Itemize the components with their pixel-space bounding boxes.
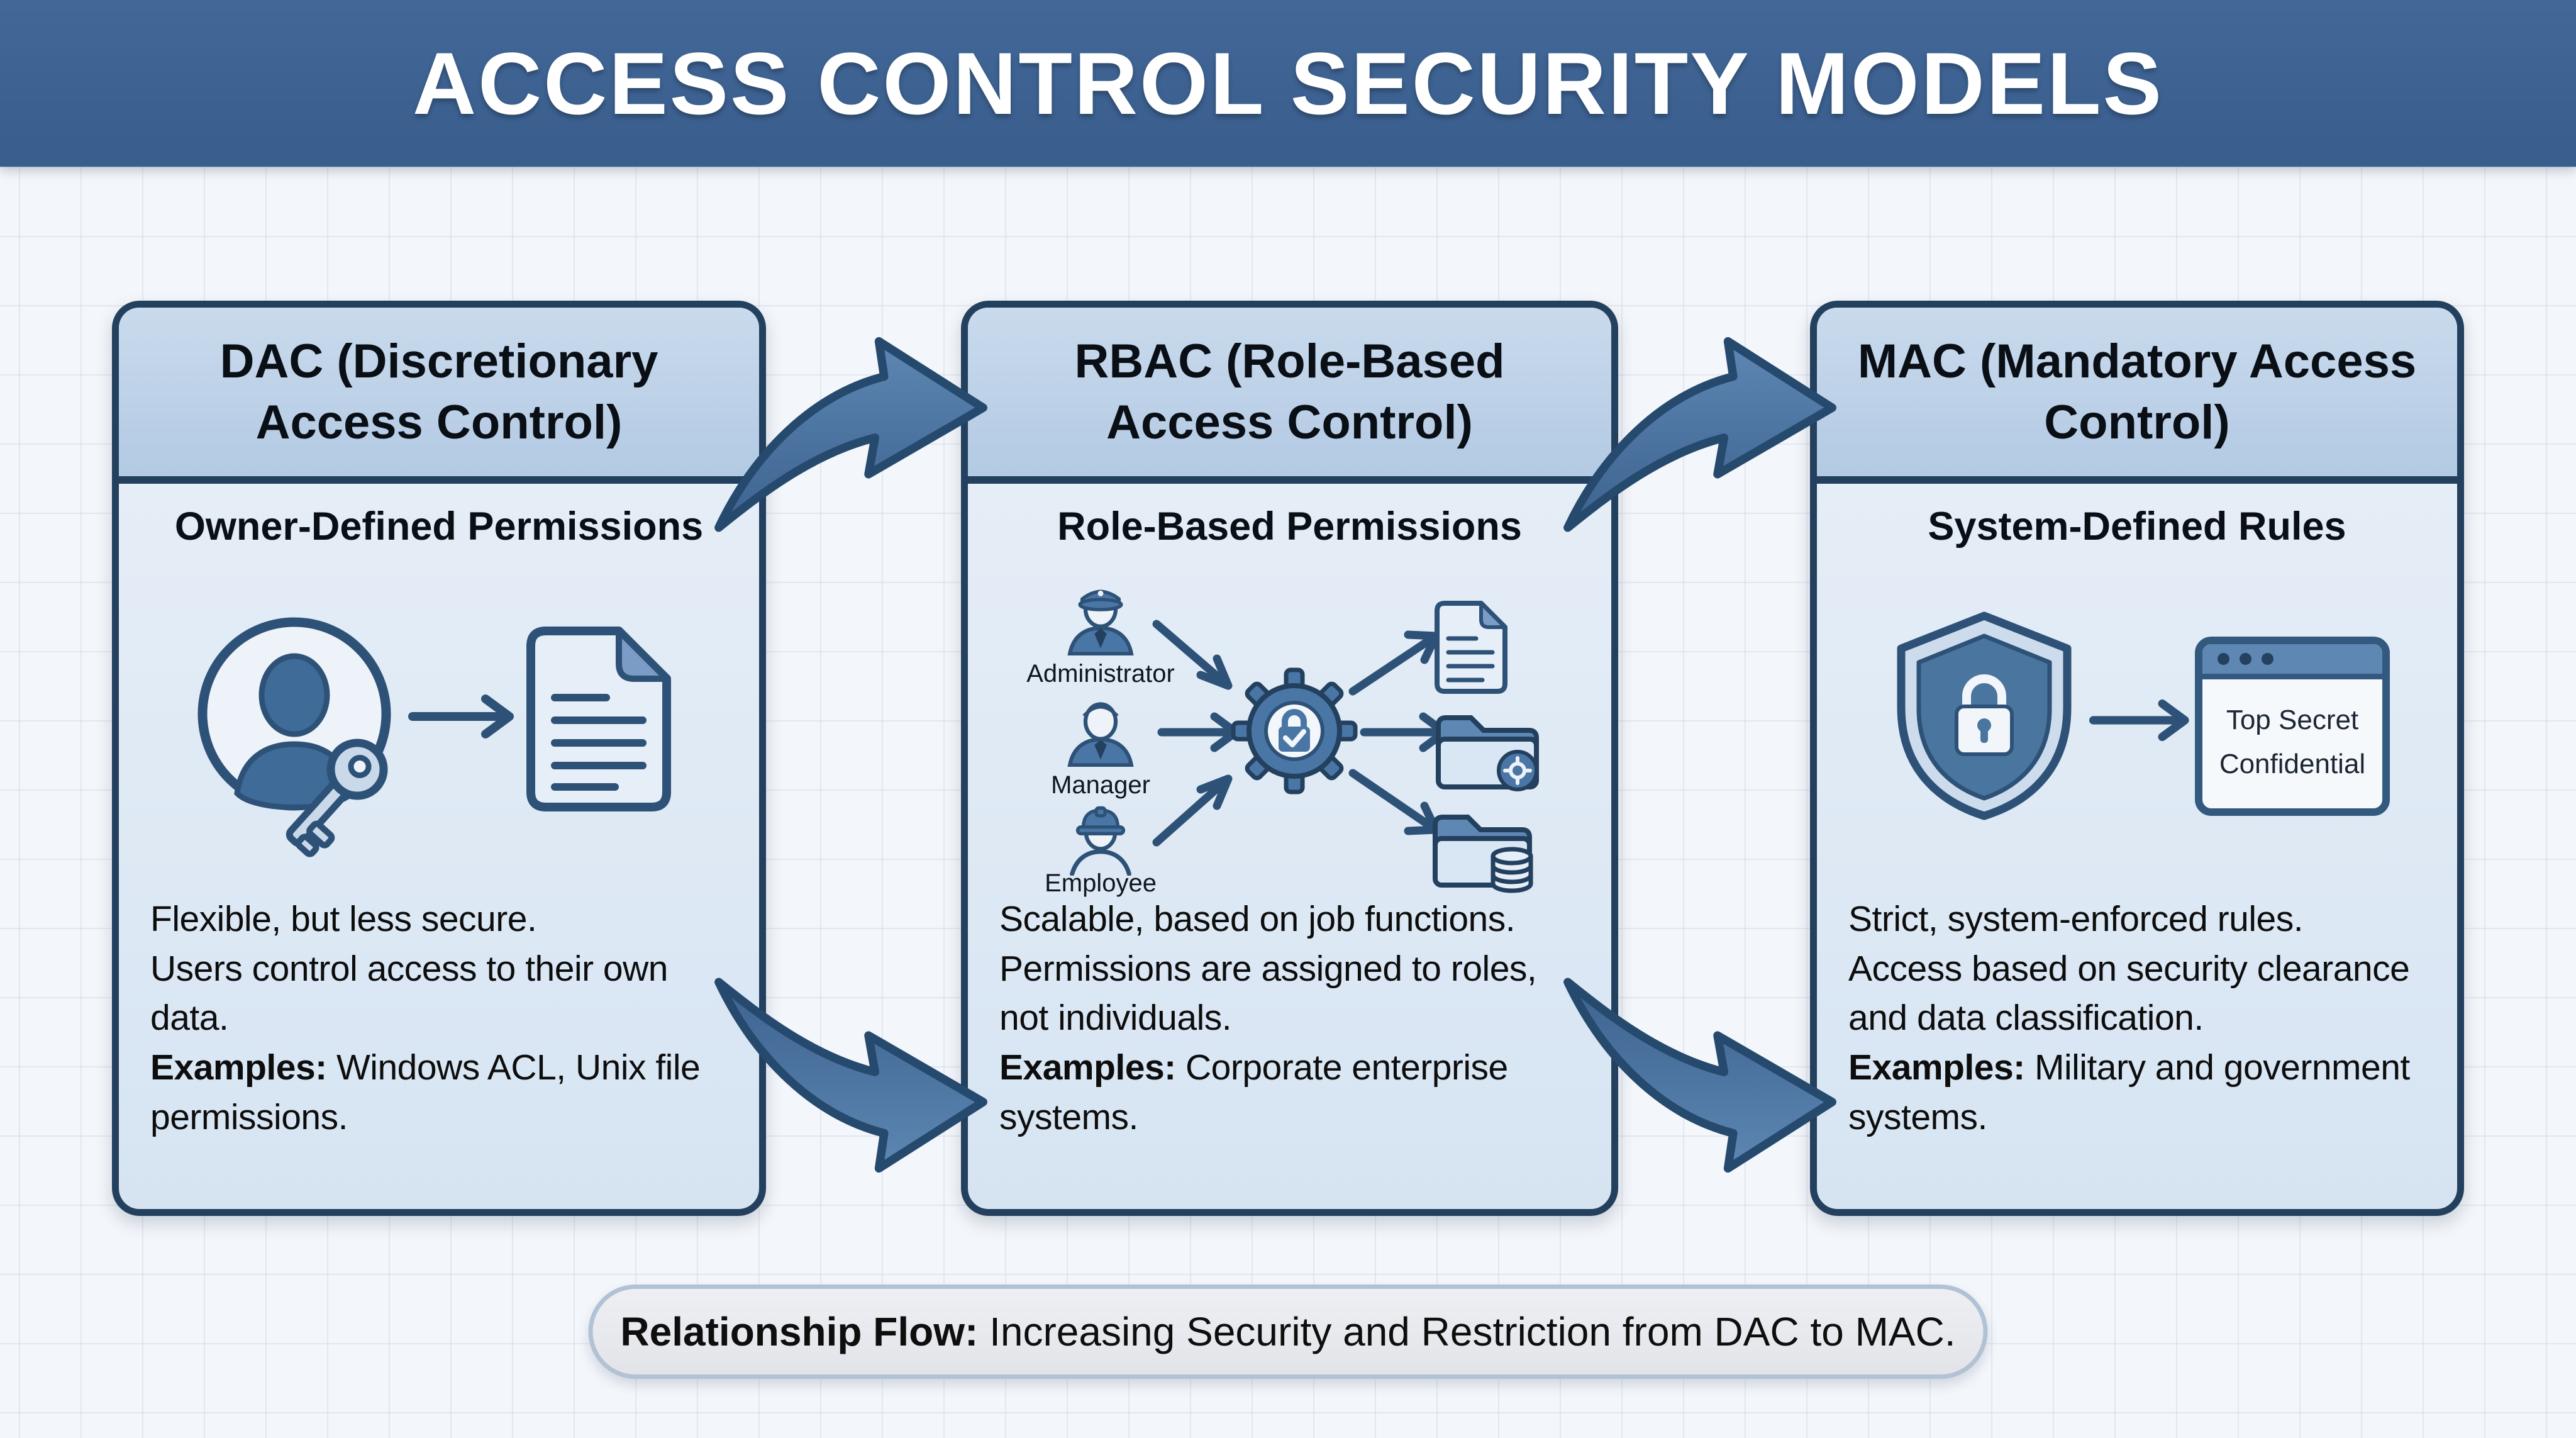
mac-line: Strict, system-enforced rules. [1848, 899, 2304, 939]
document-icon [526, 627, 671, 811]
dac-line: Users control access to their own data. [150, 948, 669, 1039]
card-rbac: RBAC (Role-Based Access Control) Role-Ba… [961, 301, 1618, 1216]
document-icon [1435, 601, 1507, 694]
shield-lock-icon [1897, 611, 2072, 820]
role-permission-arrows [1152, 620, 1449, 847]
arrow-right-icon [408, 694, 514, 739]
role-label-manager: Manager [1051, 771, 1150, 799]
folder-gear-icon [1436, 715, 1539, 791]
card-rbac-header: RBAC (Role-Based Access Control) [968, 308, 1611, 484]
window-dot-icon [2262, 653, 2273, 665]
mac-line: Access based on security clearance and d… [1848, 948, 2410, 1039]
flow-arrow-dac-to-rbac-top [714, 337, 987, 532]
card-mac-text: Strict, system-enforced rules. Access ba… [1848, 895, 2426, 1142]
employee-icon [1070, 806, 1131, 876]
dac-examples: Examples: Windows ACL, Unix file permiss… [150, 1043, 728, 1142]
classified-window-icon: Top Secret Confidential [2195, 637, 2390, 816]
flow-arrow-rbac-to-mac-top [1563, 337, 1836, 532]
card-mac-subtitle: System-Defined Rules [1928, 504, 2346, 549]
administrator-icon [1067, 589, 1134, 655]
card-dac-graphic [119, 552, 759, 895]
relationship-flow-label: Relationship Flow: [620, 1309, 979, 1354]
manager-icon [1067, 702, 1134, 767]
window-dot-icon [2218, 653, 2229, 665]
dac-line: Flexible, but less secure. [150, 899, 537, 939]
examples-text: Corporate enterprise systems. [999, 1047, 1508, 1137]
card-dac-text: Flexible, but less secure. Users control… [150, 895, 728, 1142]
rbac-line: Permissions are assigned to roles, not i… [999, 948, 1537, 1039]
flow-arrow-dac-to-rbac-bottom [714, 978, 987, 1173]
card-mac: MAC (Mandatory Access Control) System-De… [1810, 301, 2464, 1216]
role-label-administrator: Administrator [1026, 660, 1175, 688]
card-rbac-body: Role-Based Permissions Administrator [968, 484, 1611, 1142]
relationship-flow-note: Relationship Flow: Increasing Security a… [588, 1285, 1988, 1379]
classification-labels: Top Secret Confidential [2202, 679, 2382, 805]
card-mac-title: MAC (Mandatory Access Control) [1857, 334, 2417, 449]
title-banner: ACCESS CONTROL SECURITY MODELS [0, 0, 2576, 167]
flow-arrow-rbac-to-mac-bottom [1563, 978, 1836, 1173]
folder-database-icon [1433, 815, 1533, 893]
arrow-right-icon [2089, 699, 2189, 742]
examples-label: Examples: [150, 1047, 327, 1088]
card-dac-header: DAC (Discretionary Access Control) [119, 308, 759, 484]
card-mac-graphic: Top Secret Confidential [1817, 552, 2457, 895]
classification-confidential: Confidential [2219, 749, 2366, 779]
card-rbac-graphic: Administrator Manager Employee [968, 552, 1611, 897]
examples-text: Military and government systems. [1848, 1047, 2410, 1137]
window-dot-icon [2240, 653, 2251, 665]
window-title-bar [2202, 644, 2382, 679]
card-rbac-subtitle: Role-Based Permissions [1057, 504, 1522, 549]
card-dac-title: DAC (Discretionary Access Control) [219, 334, 658, 449]
relationship-flow-text: Increasing Security and Restriction from… [978, 1309, 1956, 1354]
gear-lock-check-icon [1231, 667, 1358, 794]
rbac-line: Scalable, based on job functions. [999, 899, 1516, 939]
card-dac-body: Owner-Defined Permissions [119, 484, 759, 1142]
card-mac-body: System-Defined Rules [1817, 484, 2457, 1142]
mac-examples: Examples: Military and government system… [1848, 1043, 2426, 1142]
examples-text: Windows ACL, Unix file permissions. [150, 1047, 701, 1137]
role-label-employee: Employee [1045, 869, 1157, 897]
examples-label: Examples: [999, 1047, 1176, 1088]
classification-top-secret: Top Secret [2226, 705, 2359, 735]
card-dac: DAC (Discretionary Access Control) Owner… [112, 301, 766, 1216]
user-with-key-icon [197, 617, 391, 857]
card-rbac-text: Scalable, based on job functions. Permis… [999, 895, 1580, 1142]
rbac-examples: Examples: Corporate enterprise systems. [999, 1043, 1580, 1142]
card-rbac-title: RBAC (Role-Based Access Control) [1074, 334, 1505, 449]
card-dac-subtitle: Owner-Defined Permissions [174, 504, 704, 549]
page-title: ACCESS CONTROL SECURITY MODELS [413, 33, 2163, 133]
card-mac-header: MAC (Mandatory Access Control) [1817, 308, 2457, 484]
examples-label: Examples: [1848, 1047, 2025, 1088]
